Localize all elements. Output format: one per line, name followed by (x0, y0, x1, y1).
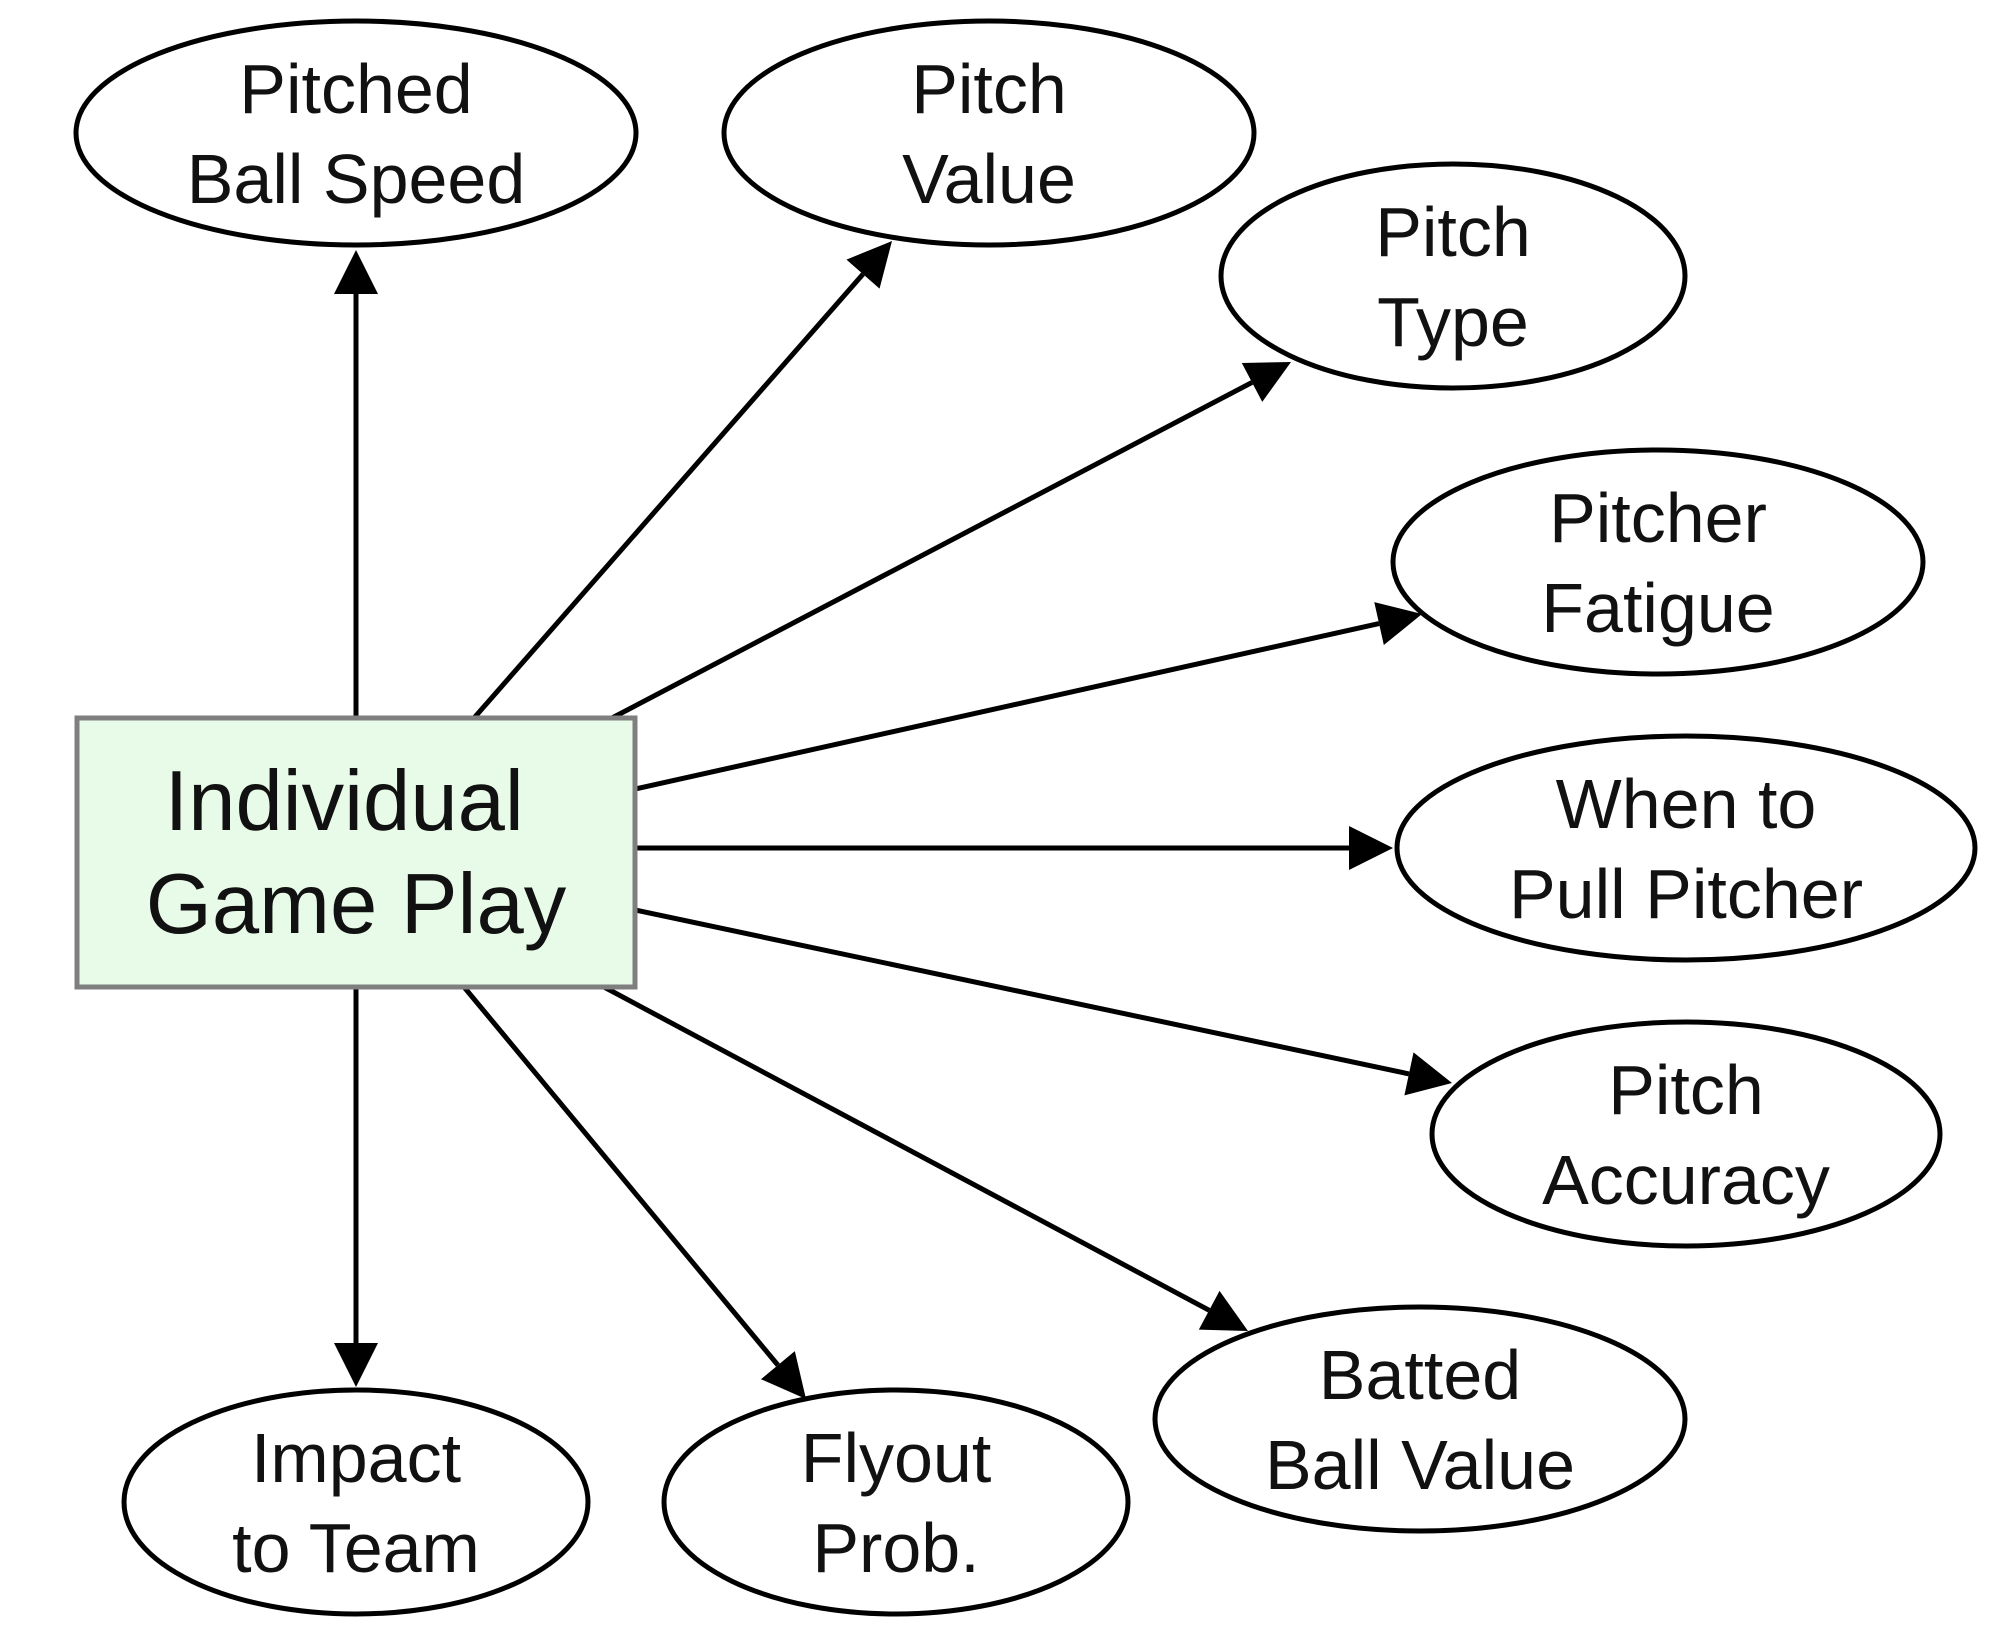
node-label-line: Batted (1319, 1336, 1521, 1414)
node-ellipse (661, 1387, 1131, 1617)
node-label: Impact to Team (232, 1419, 480, 1587)
edge-to-pitched-ball-speed (334, 250, 378, 718)
node-label-line: Pull Pitcher (1509, 855, 1863, 933)
edge-line (634, 621, 1380, 792)
node-label-line: Pitcher (1549, 479, 1767, 557)
node-label: When to Pull Pitcher (1509, 765, 1863, 933)
node-label-line: Type (1377, 283, 1529, 361)
edge-to-pitch-type (610, 362, 1291, 721)
node-ellipse (1390, 447, 1926, 677)
arrowhead (1198, 1290, 1248, 1331)
node-label-line: Pitched (239, 50, 472, 128)
node-ellipse (121, 1387, 591, 1617)
edge-line (610, 380, 1254, 721)
node-ellipse (1152, 1304, 1688, 1534)
edge-to-flyout-prob (462, 985, 806, 1399)
edge-to-pitcher-fatigue (634, 602, 1422, 792)
node-label-line: Pitch (1375, 193, 1531, 271)
node-label-line: Flyout (801, 1419, 992, 1497)
node-label-line: When to (1556, 765, 1817, 843)
node-label-line: Value (902, 140, 1076, 218)
edge-to-impact-to-team (334, 987, 378, 1387)
center-box (74, 715, 638, 990)
node-label-line: to Team (232, 1509, 480, 1587)
node-label-line: Accuracy (1542, 1141, 1830, 1219)
node-label-line: Impact (251, 1419, 461, 1497)
node-ellipse (73, 18, 639, 248)
edge-to-when-to-pull-pitcher (635, 826, 1393, 870)
arrowhead (334, 250, 378, 294)
node-ellipse (1218, 161, 1688, 391)
edge-to-pitch-value (472, 241, 892, 720)
arrowhead (334, 1343, 378, 1387)
node-label-line: Ball Speed (187, 140, 526, 218)
arrowhead (1374, 602, 1422, 646)
edge-line (462, 985, 780, 1367)
center-label-line-2: Game Play (146, 857, 567, 952)
arrowhead (760, 1351, 806, 1399)
arrowhead (1404, 1052, 1452, 1096)
node-ellipse (721, 18, 1257, 248)
arrowhead (1241, 362, 1291, 402)
node-impact-to-team: Impact to Team (121, 1387, 591, 1617)
node-when-to-pull-pitcher: When to Pull Pitcher (1394, 733, 1978, 963)
edge-to-pitch-accuracy (634, 907, 1452, 1096)
node-label-line: Fatigue (1541, 569, 1774, 647)
edge-line (472, 272, 865, 720)
arrowhead (846, 241, 892, 289)
edge-line (602, 984, 1211, 1313)
node-label-line: Pitch (911, 50, 1067, 128)
node-label-line: Prob. (812, 1509, 979, 1587)
node-label-line: Ball Value (1265, 1426, 1575, 1504)
edge-to-batted-ball-value (602, 984, 1248, 1331)
edge-line (634, 907, 1410, 1077)
node-label-line: Pitch (1608, 1051, 1764, 1129)
arrowhead (1349, 826, 1393, 870)
center-label-line-1: Individual (165, 754, 524, 849)
center-label: Individual Game Play (146, 754, 567, 952)
edges-layer (334, 241, 1452, 1399)
node-ellipse (1429, 1019, 1943, 1249)
node-ellipse (1394, 733, 1978, 963)
center-node-individual-game-play: Individual Game Play (74, 715, 638, 990)
